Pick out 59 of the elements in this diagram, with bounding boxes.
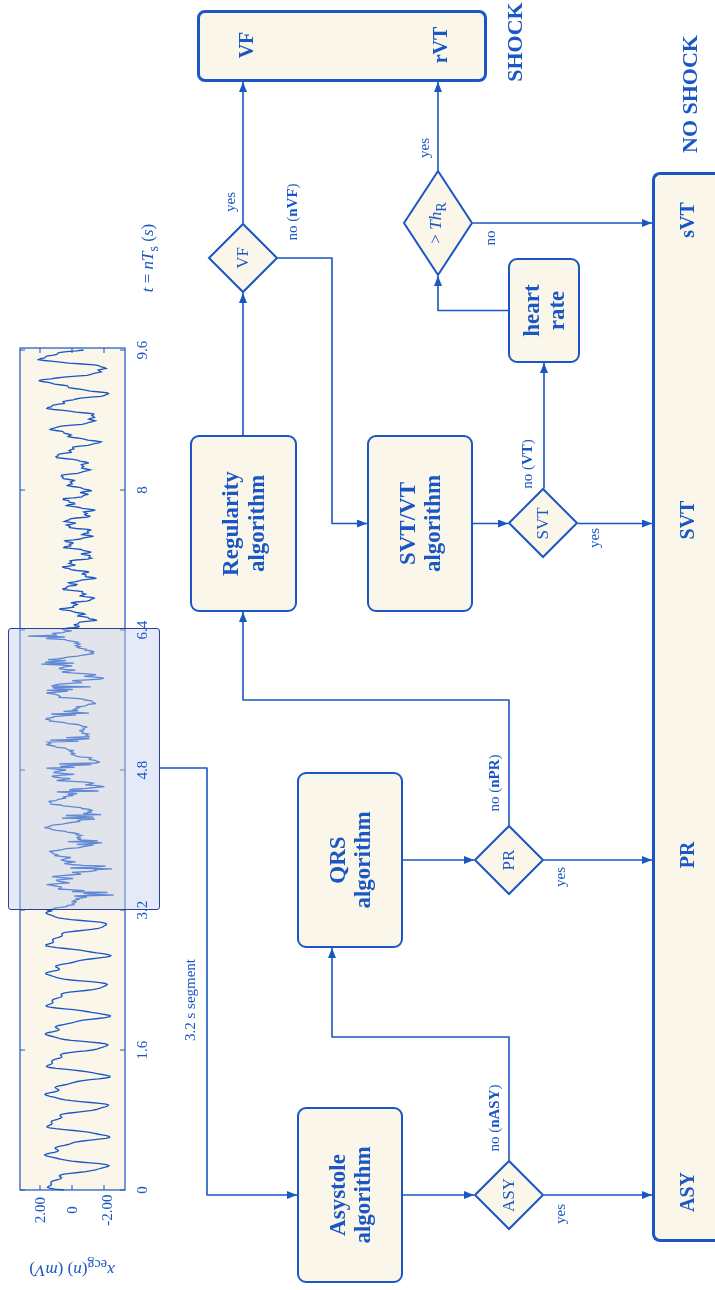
decision-diamond bbox=[508, 488, 578, 559]
arrow bbox=[434, 275, 509, 312]
arrow bbox=[239, 292, 247, 436]
arrow bbox=[239, 81, 247, 224]
edge-label: no (nVF) bbox=[283, 182, 301, 242]
node-label: SVT bbox=[675, 500, 699, 540]
node-label: SVT/VT algorithm bbox=[394, 473, 446, 575]
tick-label: 8 bbox=[133, 486, 151, 494]
diamond-label: SVT bbox=[533, 507, 553, 540]
arrow bbox=[472, 519, 509, 528]
process-box bbox=[190, 435, 297, 612]
decision-diamond bbox=[474, 825, 544, 895]
edge-label: no (VT) bbox=[518, 438, 536, 490]
decision-diamond bbox=[208, 223, 278, 293]
node-label: PR bbox=[675, 841, 699, 869]
decision-diamond bbox=[403, 170, 473, 276]
node-label: ASY bbox=[675, 1172, 699, 1212]
tick-label: 1.6 bbox=[133, 1040, 151, 1060]
node-label: QRS algorithm bbox=[324, 810, 376, 911]
arrow bbox=[328, 947, 510, 1161]
process-box bbox=[508, 258, 580, 363]
arrow bbox=[402, 1191, 475, 1199]
arrow bbox=[577, 519, 653, 528]
outcome-box bbox=[197, 10, 487, 82]
tick-label: -2.00 bbox=[98, 1194, 116, 1226]
process-box bbox=[367, 435, 473, 612]
decision-diamond bbox=[474, 1160, 544, 1230]
tick-label: 9.6 bbox=[133, 340, 151, 360]
tick-label: 2.00 bbox=[31, 1196, 49, 1224]
tick-label: 0 bbox=[63, 1206, 81, 1214]
tick-label: 3.2 bbox=[133, 900, 151, 920]
node-label: sVT bbox=[675, 202, 699, 238]
node-label: rVT bbox=[428, 26, 452, 64]
arrow bbox=[540, 362, 548, 490]
arrow bbox=[543, 856, 653, 864]
process-box bbox=[297, 772, 403, 948]
arrow bbox=[472, 219, 653, 227]
outcome-box bbox=[652, 172, 715, 1242]
diamond-label: ASY bbox=[499, 1178, 519, 1212]
node-label: VF bbox=[234, 31, 258, 59]
group-label: NO SHOCK bbox=[677, 35, 703, 153]
node-label: Asystole algorithm bbox=[324, 1145, 376, 1246]
node-label: heart rate bbox=[518, 283, 570, 339]
arrow bbox=[159, 767, 298, 1199]
edge-label: no (nPR) bbox=[485, 753, 503, 813]
arrow bbox=[239, 611, 510, 826]
tick-label: 6.4 bbox=[133, 620, 151, 640]
arrow bbox=[402, 856, 475, 864]
diamond-label: VF bbox=[233, 247, 253, 269]
node-label: Regularity algorithm bbox=[218, 470, 269, 578]
diamond-label: PR bbox=[499, 849, 519, 871]
process-box bbox=[297, 1107, 403, 1283]
group-label: SHOCK bbox=[502, 2, 528, 82]
tick-label: 0 bbox=[133, 1186, 151, 1194]
edge-label: no (nASY) bbox=[485, 1083, 503, 1153]
arrow bbox=[277, 257, 368, 528]
tick-label: 4.8 bbox=[133, 760, 151, 780]
arrow bbox=[543, 1191, 653, 1199]
arrow bbox=[434, 81, 442, 171]
